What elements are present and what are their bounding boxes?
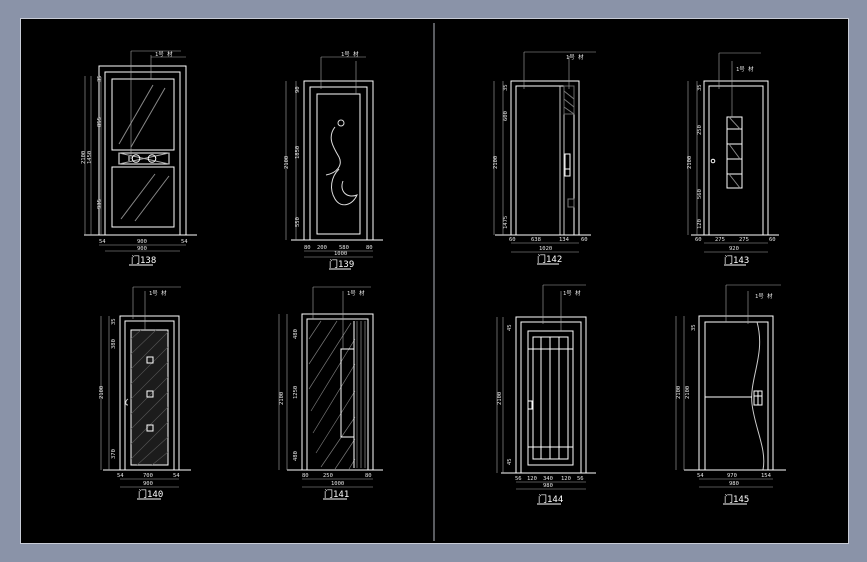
door-145-height-2: 2100 (676, 386, 682, 399)
door-144-width-5: 56 (577, 476, 584, 482)
door-138-note-2: 1号 材 (155, 50, 173, 58)
door-141-width-4: 80 (365, 473, 372, 479)
door-144-width-4: 120 (561, 476, 571, 482)
drawing-sheet: 门138 54 900 54 900 35 855 1450 2100 935 … (20, 18, 849, 544)
door-143-width-1: 60 (695, 237, 702, 243)
door-140 (100, 286, 191, 500)
door-142 (493, 51, 596, 265)
door-143-height-3: 2100 (687, 156, 693, 169)
door-139-width-4: 80 (366, 245, 373, 251)
door-140-height-6: 370 (111, 449, 117, 459)
door-143-width-2: 275 (715, 237, 725, 243)
door-138-height-6: 935 (97, 199, 103, 209)
door-141-total-width: 1000 (331, 481, 344, 487)
door-139-width-3: 580 (339, 245, 349, 251)
door-139-height-3: 2100 (284, 156, 290, 169)
door-138-height-2: 855 (97, 117, 103, 127)
door-label-138: 门138 (131, 254, 156, 266)
door-141-width-1: 80 (302, 473, 309, 479)
door-label-142: 门142 (537, 253, 562, 265)
door-139-width-1: 80 (304, 245, 311, 251)
door-142-width-5: 60 (581, 237, 588, 243)
door-139 (285, 56, 383, 270)
door-141-height-2: 2100 (279, 392, 285, 405)
door-143-total-width: 920 (729, 246, 739, 252)
door-144-width-3: 340 (543, 476, 553, 482)
door-138-width-3: 54 (181, 239, 188, 245)
door-140-width-1: 54 (117, 473, 124, 479)
door-label-139: 门139 (329, 258, 354, 270)
door-141-height-3: 1250 (293, 386, 299, 399)
door-141-width-2: 250 (323, 473, 333, 479)
door-143-height-5: 120 (697, 219, 703, 229)
door-141 (278, 286, 383, 500)
door-143-height-4: 560 (697, 189, 703, 199)
door-145-total-width: 980 (729, 481, 739, 487)
door-139-note-2: 1号 材 (341, 50, 359, 58)
door-142-width-2: 638 (531, 237, 541, 243)
door-140-height-2: 380 (111, 339, 117, 349)
door-144 (496, 284, 596, 505)
door-138-height-1: 35 (97, 75, 103, 82)
door-label-145: 门145 (724, 493, 749, 505)
door-144-width-1: 56 (515, 476, 522, 482)
door-142-width-1: 60 (509, 237, 516, 243)
door-144-height-2: 2100 (497, 392, 503, 405)
door-142-width-3: 134 (559, 237, 570, 243)
door-label-141: 门141 (324, 488, 349, 500)
door-144-height-4: 45 (507, 458, 513, 465)
door-142-note-2: 1号 材 (566, 53, 584, 61)
door-label-143: 门143 (724, 254, 749, 266)
door-141-height-1: 480 (293, 329, 299, 339)
door-144-total-width: 980 (543, 483, 553, 489)
door-142-height-1: 35 (503, 84, 509, 91)
door-144-width-2: 120 (527, 476, 537, 482)
door-label-144: 门144 (538, 493, 563, 505)
door-144-note-2: 1号 材 (563, 289, 581, 297)
door-138-height-5: 2100 (81, 151, 87, 164)
door-139-height-4: 550 (295, 217, 301, 227)
door-elevation-drawing: 门138 54 900 54 900 35 855 1450 2100 935 … (81, 23, 786, 541)
door-139-height-1: 90 (295, 86, 301, 93)
door-143-height-1: 35 (697, 84, 703, 91)
door-145 (675, 284, 786, 505)
door-145-note-2: 1号 材 (755, 292, 773, 300)
door-142-height-3: 2100 (493, 156, 499, 169)
door-145-width-3: 154 (761, 473, 772, 479)
door-141-note-2: 1号 材 (347, 289, 365, 297)
door-139-height-2: 1850 (295, 146, 301, 159)
door-139-total-width: 1000 (334, 251, 347, 257)
door-140-height-1: 35 (111, 318, 117, 325)
door-140-width-2: 700 (143, 473, 153, 479)
door-138-total-width: 900 (137, 246, 147, 252)
door-142-total-width: 1020 (539, 246, 552, 252)
door-142-height-4: 1475 (503, 216, 509, 229)
door-label-140: 门140 (138, 488, 163, 500)
door-143-height-2: 250 (697, 125, 703, 135)
door-142-height-2: 600 (503, 111, 509, 121)
door-139-width-2: 200 (317, 245, 327, 251)
door-138-width-1: 54 (99, 239, 106, 245)
door-144-height-1: 45 (507, 324, 513, 331)
door-143-note-2: 1号 材 (736, 65, 754, 73)
door-145-width-1: 54 (697, 473, 704, 479)
door-140-note-2: 1号 材 (149, 289, 167, 297)
door-140-height-4: 2100 (99, 386, 105, 399)
door-140-total-width: 900 (143, 481, 153, 487)
door-141-height-4: 480 (293, 451, 299, 461)
door-138 (84, 50, 197, 266)
door-138-height-4: 1450 (87, 151, 93, 164)
door-143-width-3: 275 (739, 237, 749, 243)
door-145-width-2: 970 (727, 473, 737, 479)
door-145-height-1: 35 (691, 324, 697, 331)
door-143 (687, 52, 779, 266)
door-145-height-3: 2100 (685, 386, 691, 399)
door-143-width-4: 60 (769, 237, 776, 243)
door-138-width-2: 900 (137, 239, 147, 245)
door-140-width-3: 54 (173, 473, 180, 479)
